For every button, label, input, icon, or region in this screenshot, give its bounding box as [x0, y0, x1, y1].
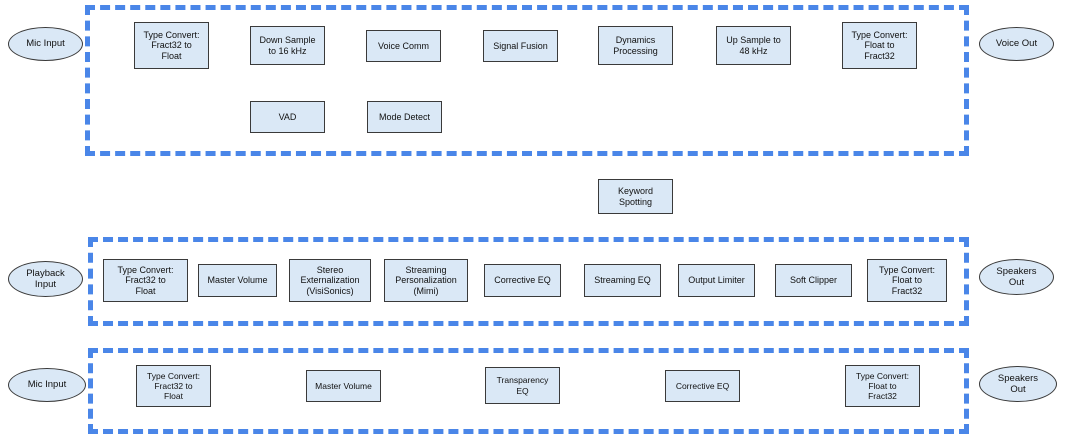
transparency-chain	[88, 348, 969, 434]
voice-out[interactable]: Voice Out	[979, 27, 1054, 61]
type-convert-fract32-to-float-playback[interactable]: Type Convert: Fract32 to Float	[103, 259, 188, 302]
type-convert-fract32-to-float-transparency[interactable]: Type Convert: Fract32 to Float	[136, 365, 211, 407]
transparency-eq[interactable]: Transparency EQ	[485, 367, 560, 404]
voice-capture-chain	[85, 5, 969, 156]
mode-detect[interactable]: Mode Detect	[367, 101, 442, 133]
type-convert-float-to-fract32-playback[interactable]: Type Convert: Float to Fract32	[867, 259, 947, 302]
signal-fusion[interactable]: Signal Fusion	[483, 30, 558, 62]
playback-chain	[88, 237, 969, 326]
corrective-eq-playback[interactable]: Corrective EQ	[484, 264, 561, 297]
speakers-out-top[interactable]: Speakers Out	[979, 259, 1054, 295]
output-limiter[interactable]: Output Limiter	[678, 264, 755, 297]
playback-input[interactable]: Playback Input	[8, 261, 83, 297]
dynamics-processing[interactable]: Dynamics Processing	[598, 26, 673, 65]
voice-comm[interactable]: Voice Comm	[366, 30, 441, 62]
down-sample-16khz[interactable]: Down Sample to 16 kHz	[250, 26, 325, 65]
up-sample-48khz[interactable]: Up Sample to 48 kHz	[716, 26, 791, 65]
corrective-eq-transparency[interactable]: Corrective EQ	[665, 370, 740, 402]
type-convert-float-to-fract32-transparency[interactable]: Type Convert: Float to Fract32	[845, 365, 920, 407]
type-convert-fract32-to-float-voice[interactable]: Type Convert: Fract32 to Float	[134, 22, 209, 69]
soft-clipper[interactable]: Soft Clipper	[775, 264, 852, 297]
master-volume-playback[interactable]: Master Volume	[198, 264, 277, 297]
stereo-externalization[interactable]: Stereo Externalization (VisiSonics)	[289, 259, 371, 302]
mic-input-transparency[interactable]: Mic Input	[8, 368, 86, 402]
keyword-spotting[interactable]: Keyword Spotting	[598, 179, 673, 214]
streaming-eq[interactable]: Streaming EQ	[584, 264, 661, 297]
streaming-personalization[interactable]: Streaming Personalization (Mimi)	[384, 259, 468, 302]
mic-input-voice[interactable]: Mic Input	[8, 27, 83, 61]
master-volume-transparency[interactable]: Master Volume	[306, 370, 381, 402]
speakers-out-bottom[interactable]: Speakers Out	[979, 366, 1057, 402]
type-convert-float-to-fract32-voice[interactable]: Type Convert: Float to Fract32	[842, 22, 917, 69]
vad[interactable]: VAD	[250, 101, 325, 133]
